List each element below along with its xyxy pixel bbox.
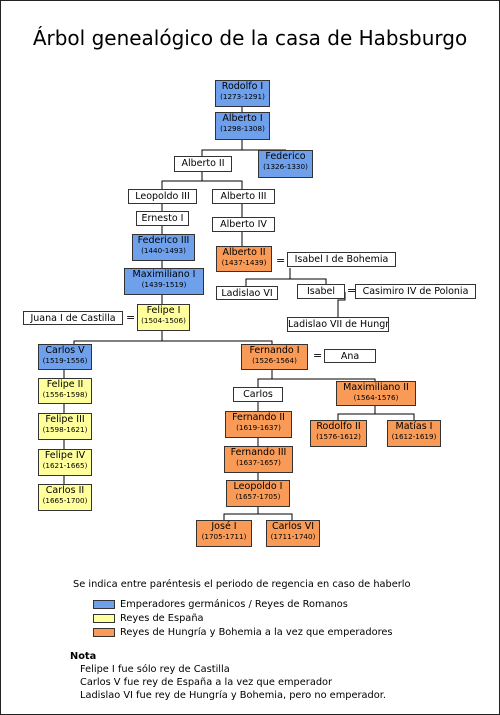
node-maximiliano-i: Maximiliano I(1439-1519) — [124, 268, 204, 295]
node-juana-i-de-castilla: Juana I de Castilla — [23, 311, 123, 325]
node-alberto-iv: Alberto IV — [212, 217, 275, 232]
node-ernesto-i: Ernesto I — [136, 211, 189, 226]
nota-line: Ladislao VI fue rey de Hungría y Bohemia… — [80, 690, 386, 701]
node-ladislao-vi: Ladislao VI — [216, 286, 278, 300]
nota-heading: Nota — [70, 651, 97, 662]
node-carlos-v: Carlos V(1519-1556) — [38, 344, 92, 370]
marriage-symbol: = — [313, 349, 323, 362]
diagram-title: Árbol genealógico de la casa de Habsburg… — [32, 26, 468, 50]
node-alberto-ii: Alberto II — [174, 156, 232, 172]
marriage-symbol: = — [126, 311, 136, 324]
node-maximiliano-ii: Maximiliano II(1564-1576) — [336, 381, 416, 406]
node-rodolfo-ii: Rodolfo II(1576-1612) — [310, 420, 367, 447]
legend-swatch-blue — [93, 600, 115, 609]
node-isabel: Isabel — [297, 284, 345, 299]
legend-label-orange: Reyes de Hungría y Bohemia a la vez que … — [120, 627, 393, 638]
nota-line: Carlos V fue rey de España a la vez que … — [80, 677, 333, 688]
node-felipe-iii: Felipe III(1598-1621) — [38, 413, 92, 440]
node-fernando-ii: Fernando II(1619-1637) — [225, 411, 292, 438]
node-leopoldo-iii: Leopoldo III — [128, 189, 197, 204]
node-carlos-ii: Carlos II(1665-1700) — [38, 484, 92, 511]
node-ana: Ana — [324, 349, 376, 363]
node-rodolfo-i: Rodolfo I(1273-1291) — [215, 80, 270, 107]
node-felipe-ii: Felipe II(1556-1598) — [38, 378, 92, 404]
node-fernando-iii: Fernando III(1637-1657) — [224, 446, 293, 473]
node-jose-i: José I(1705-1711) — [196, 520, 252, 547]
node-federico-iii: Federico III(1440-1493) — [132, 234, 195, 261]
marriage-symbol: = — [347, 284, 357, 297]
node-carlos-vi: Carlos VI(1711-1740) — [266, 520, 320, 547]
node-casimiro-iv-de-polonia: Casimiro IV de Polonia — [355, 284, 476, 299]
node-federico: Federico(1326-1330) — [258, 150, 313, 178]
legend-swatch-orange — [93, 628, 115, 637]
node-matias-i: Matías I(1612-1619) — [387, 420, 441, 447]
nota-line: Felipe I fue sólo rey de Castilla — [80, 664, 230, 675]
node-carlos: Carlos — [233, 387, 283, 402]
node-felipe-i: Felipe I(1504-1506) — [137, 304, 190, 331]
marriage-symbol: = — [276, 254, 286, 267]
node-felipe-iv: Felipe IV(1621-1665) — [38, 449, 92, 476]
node-alberto-ii-hungria: Alberto II(1437-1439) — [216, 246, 272, 272]
legend-label-blue: Emperadores germánicos / Reyes de Romano… — [120, 599, 348, 610]
node-alberto-i: Alberto I(1298-1308) — [215, 112, 270, 140]
node-leopoldo-i: Leopoldo I(1657-1705) — [226, 480, 290, 507]
node-ladislao-vii-de-hungria: Ladislao VII de Hungría — [287, 317, 389, 332]
node-fernando-i: Fernando I(1526-1564) — [241, 344, 308, 370]
node-alberto-iii: Alberto III — [212, 189, 275, 204]
legend-swatch-yellow — [93, 614, 115, 623]
footnote: Se indica entre paréntesis el periodo de… — [73, 579, 411, 590]
node-isabel-i-de-bohemia: Isabel I de Bohemia — [287, 252, 396, 267]
legend-label-yellow: Reyes de España — [120, 613, 204, 624]
